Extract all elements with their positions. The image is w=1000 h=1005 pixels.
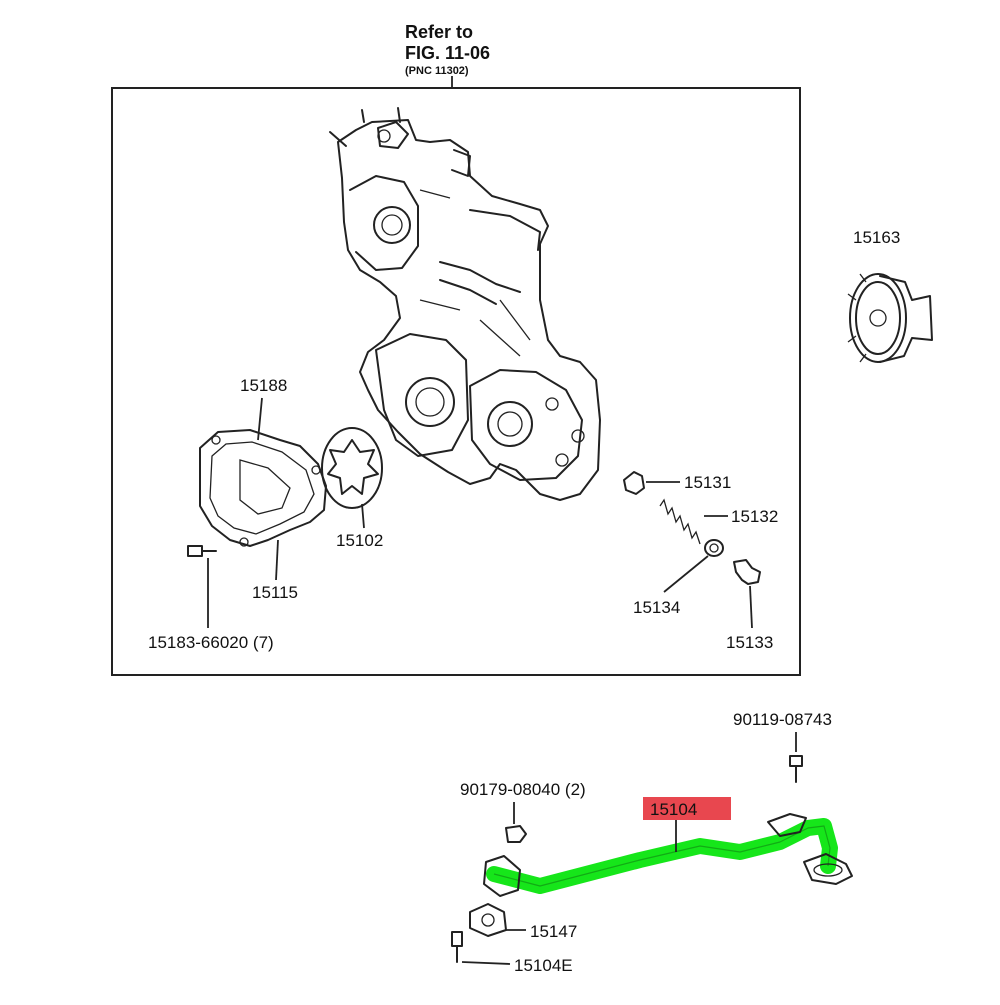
reference-line-3: (PNC 11302) bbox=[405, 65, 469, 77]
rotor-drawing bbox=[321, 427, 383, 509]
label-90119: 90119-08743 bbox=[733, 710, 832, 729]
label-15115: 15115 bbox=[252, 583, 298, 602]
highlight-label-box bbox=[643, 797, 731, 820]
reference-note: Refer to FIG. 11-06 (PNC 11302) bbox=[405, 22, 490, 88]
bolt-15183-drawing bbox=[187, 545, 217, 557]
label-15134: 15134 bbox=[633, 598, 680, 617]
relief-valve-drawing bbox=[623, 471, 761, 585]
reference-line-1: Refer to bbox=[405, 22, 473, 42]
assembly-frame bbox=[111, 87, 801, 676]
timing-cover-drawing bbox=[329, 107, 601, 501]
leader-15102 bbox=[361, 503, 365, 529]
reference-line-2: FIG. 11-06 bbox=[405, 43, 490, 63]
label-15104E: 15104E bbox=[514, 956, 573, 975]
leader-15104E bbox=[461, 961, 511, 965]
label-15104: 15104 bbox=[650, 800, 697, 819]
label-15102: 15102 bbox=[336, 531, 383, 550]
leader-15115 bbox=[275, 539, 279, 581]
label-15188: 15188 bbox=[240, 376, 287, 395]
leader-15188 bbox=[257, 397, 263, 441]
label-15147: 15147 bbox=[530, 922, 577, 941]
bolt-90119-drawing bbox=[789, 755, 803, 783]
nut-90179-drawing bbox=[505, 825, 527, 843]
leader-15133 bbox=[749, 585, 753, 629]
gasket-drawing bbox=[199, 429, 327, 547]
label-90179: 90179-08040 (2) bbox=[460, 780, 586, 799]
gasket-15147-drawing bbox=[469, 903, 507, 937]
label-15183: 15183-66020 (7) bbox=[148, 633, 274, 652]
crank-gear-drawing bbox=[847, 273, 933, 363]
leader-15134 bbox=[663, 555, 709, 593]
label-15132: 15132 bbox=[731, 507, 778, 526]
bolt-15104e-drawing bbox=[451, 931, 463, 963]
label-15163: 15163 bbox=[853, 228, 900, 247]
label-15131: 15131 bbox=[684, 473, 731, 492]
label-15133: 15133 bbox=[726, 633, 773, 652]
oil-strainer-pipe bbox=[483, 813, 853, 897]
